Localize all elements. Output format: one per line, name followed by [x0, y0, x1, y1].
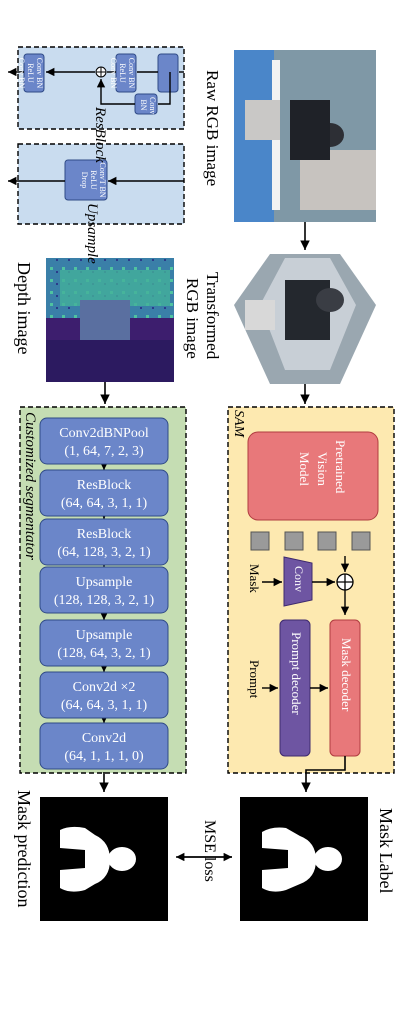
pretrained-line-2: Vision — [315, 452, 330, 486]
pretrained-vision-model-box — [247, 431, 379, 521]
token-1 — [250, 531, 270, 551]
resblock-box-right — [157, 53, 179, 93]
mse-loss-label: MSE loss — [201, 820, 218, 882]
sam-title: SAM — [231, 410, 246, 438]
segmentator-block-5 — [39, 619, 169, 667]
mask-label-label: Mask Label — [376, 808, 396, 894]
segmentator-block-2 — [39, 469, 169, 517]
upsample-label: Upsample — [84, 203, 100, 264]
depth-image — [46, 258, 174, 382]
segmentator-block-params: (1, 64, 7, 2, 3) — [64, 444, 144, 459]
segmentator-block-name: Conv2d ×2 — [73, 680, 136, 695]
transformed-rgb-image — [234, 254, 376, 384]
prompt-input-label: Prompt — [247, 660, 262, 699]
segmentator-blocks: Conv2dBNPool (1, 64, 7, 2, 3) ResBlock (64,… — [39, 417, 169, 770]
mask-decoder-label: Mask decoder — [339, 638, 354, 712]
token-4 — [351, 531, 371, 551]
token-3 — [317, 531, 337, 551]
raw-rgb-image — [234, 50, 376, 222]
segmentator-block-7 — [39, 722, 169, 770]
resblock-label: ResBlock — [92, 107, 108, 163]
resblock-box-middle-text: Conv BN ReLU Conv BN — [109, 57, 136, 89]
transformed-label-2: RGB image — [183, 278, 202, 359]
resblock-box-left — [23, 53, 45, 93]
segmentator-block-params: (64, 1, 1, 1, 0) — [64, 749, 144, 764]
mask-prediction-image — [40, 797, 168, 921]
conv-label: Conv — [292, 566, 306, 593]
token-2 — [284, 531, 304, 551]
segmentator-block-params: (64, 64, 3, 1, 1) — [61, 496, 148, 511]
conv-trapezoid — [283, 556, 313, 607]
resblock-box-middle — [115, 53, 137, 93]
resblock-box-skip-text: Conv BN — [139, 97, 157, 115]
transformed-label-1: Transformed — [203, 272, 222, 360]
segmentator-block-params: (128, 64, 3, 2, 1) — [57, 646, 151, 661]
resblock-box-left-text: Conv BN ReLU Conv BN — [17, 57, 44, 89]
raw-rgb-label: Raw RGB image — [203, 70, 222, 187]
segmentator-block-4 — [39, 566, 169, 614]
upsample-box-text: ConvT BN ReLU Drop — [80, 162, 107, 198]
segmentator-block-params: (64, 128, 3, 2, 1) — [57, 545, 151, 560]
prompt-decoder-label: Prompt decoder — [289, 632, 304, 715]
segmentator-block-3 — [39, 518, 169, 566]
upsample-box — [64, 159, 108, 201]
pretrained-line-1: Pretrained — [333, 440, 348, 494]
segmentator-block-1 — [39, 417, 169, 465]
segmentator-block-name: Upsample — [76, 575, 133, 590]
segmentator-block-name: Conv2dBNPool — [59, 426, 149, 441]
segmentator-block-name: Conv2d — [82, 731, 126, 746]
mask-input-label: Mask — [247, 564, 262, 593]
segmentator-block-name: ResBlock — [77, 527, 131, 542]
segmentator-block-name: Upsample — [76, 628, 133, 643]
depth-image-label: Depth image — [14, 262, 34, 355]
segmentator-block-6 — [39, 671, 169, 719]
mask-label-image — [240, 797, 368, 921]
segmentator-block-params: (64, 64, 3, 1, 1) — [61, 698, 148, 713]
segmentator-block-params: (128, 128, 3, 2, 1) — [54, 593, 155, 608]
mask-prediction-label: Mask prediction — [14, 790, 34, 908]
segmentator-title: Customized segmentator — [22, 412, 38, 560]
pretrained-line-3: Model — [297, 452, 312, 486]
segmentator-block-name: ResBlock — [77, 478, 131, 493]
